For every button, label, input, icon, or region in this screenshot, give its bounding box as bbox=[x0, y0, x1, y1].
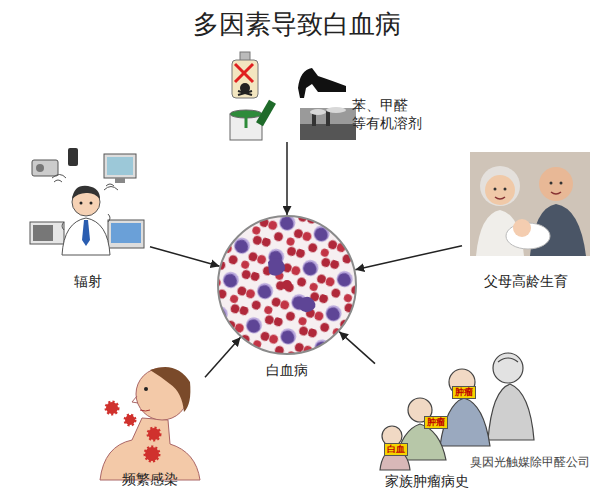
factor-panel: 父母高龄生育 bbox=[462, 148, 590, 296]
disease-label: 白血病 bbox=[217, 361, 357, 379]
arrow-connector bbox=[339, 332, 375, 364]
circle-border bbox=[218, 216, 356, 354]
infection-figure bbox=[100, 367, 200, 480]
tumor-tag: 白血 bbox=[384, 443, 408, 456]
family-history-figure bbox=[380, 353, 534, 470]
arrow-connector bbox=[205, 337, 241, 377]
watermark: 臭因光触媒除甲醛公司 bbox=[470, 455, 590, 469]
factor-panel: 辐射 bbox=[25, 142, 150, 296]
radiation-scene bbox=[30, 148, 144, 255]
factor-caption: 苯、甲醛 等有机溶剂 bbox=[352, 96, 430, 132]
blood-smear bbox=[218, 216, 356, 354]
diagram-title: 多因素导致白血病 bbox=[0, 8, 594, 40]
arrow-connector bbox=[150, 247, 220, 266]
factor-caption: 辐射 bbox=[74, 272, 102, 290]
tumor-tag: 肿瘤 bbox=[424, 416, 448, 429]
family-photo bbox=[470, 152, 590, 256]
chemical-icons bbox=[230, 52, 356, 140]
factor-panel: 频繁感染 bbox=[95, 362, 205, 490]
arrow-connector bbox=[286, 142, 288, 215]
factor-caption: 频繁感染 bbox=[122, 470, 178, 488]
disease-circle: 白血病 bbox=[217, 215, 357, 355]
circle-outline bbox=[217, 215, 357, 355]
factor-caption: 父母高龄生育 bbox=[484, 272, 568, 290]
arrow-connector bbox=[355, 246, 462, 270]
factor-caption: 家族肿瘤病史 bbox=[385, 472, 469, 490]
tumor-tag: 肿瘤 bbox=[452, 386, 476, 399]
factor-panel: 苯、甲醛 等有机溶剂 bbox=[222, 48, 430, 142]
